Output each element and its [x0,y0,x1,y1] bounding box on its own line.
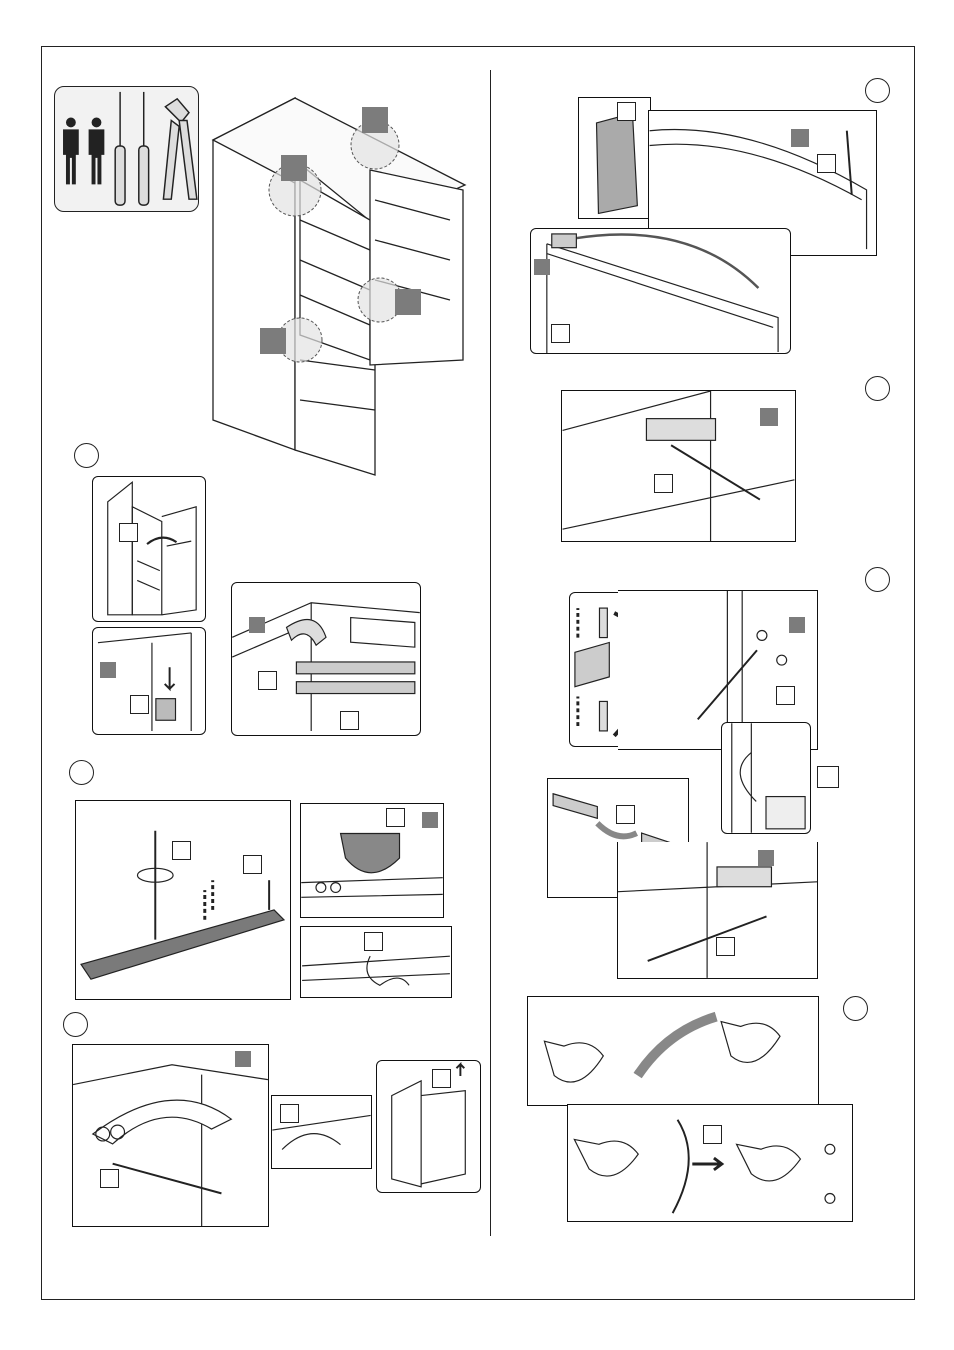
lower-hinge-flip-panel [527,996,819,1106]
marker-square [235,1051,251,1067]
step-circle [865,78,890,103]
label-square [617,102,636,121]
step-circle [69,760,94,785]
marker-square [534,259,550,275]
label-square [654,474,673,493]
hinge-plate-screw-panel [561,390,796,542]
label-square [130,695,149,714]
label-square [817,766,839,788]
step-circle [865,376,890,401]
hinge-lift-panel [300,803,444,918]
hinge-cap-panel [578,97,651,219]
label-square [776,686,795,705]
step-circle [74,443,99,468]
hinge-cover-panel [231,582,421,736]
pliers-icon [163,99,196,199]
label-square [551,324,570,343]
step-circle [63,1012,88,1037]
marker-square [362,107,388,133]
label-square [432,1069,451,1088]
label-square [258,671,277,690]
hinge-pin-swap-panel [567,1104,853,1222]
label-square [243,855,262,874]
door-hinge-transfer-panel [530,228,791,354]
marker-square [249,617,265,633]
marker-square [758,850,774,866]
top-cover-screws-panel [75,800,291,1000]
label-square [716,937,735,956]
marker-square [100,662,116,678]
open-door-panel [92,476,206,622]
label-square [364,932,383,951]
marker-square [760,408,778,426]
hinge-plate-install-panel [617,842,818,979]
label-square [100,1169,119,1188]
cover-removal-panel [92,627,206,735]
step-circle [843,996,868,1021]
marker-square [791,129,809,147]
people-icon [63,118,104,185]
step-circle [865,567,890,592]
marker-square [789,617,805,633]
marker-square [260,328,286,354]
hinge-detail-panel [271,1095,372,1169]
label-square [340,711,359,730]
tools-box [54,86,199,212]
column-divider [490,70,491,1236]
marker-square [395,289,421,315]
label-square [817,154,836,173]
fridge-overview-illustration [205,90,475,480]
screwdriver-icon [115,92,148,205]
door-lift-panel [376,1060,481,1193]
marker-square [281,155,307,181]
label-square [703,1125,722,1144]
label-square [172,841,191,860]
label-square [616,805,635,824]
label-square [386,808,405,827]
marker-square [422,812,438,828]
label-square [280,1104,299,1123]
hinge-unscrew-panel [72,1044,269,1227]
label-square [119,523,138,542]
cable-screws-panel [721,722,811,834]
cable-panel [300,926,452,998]
